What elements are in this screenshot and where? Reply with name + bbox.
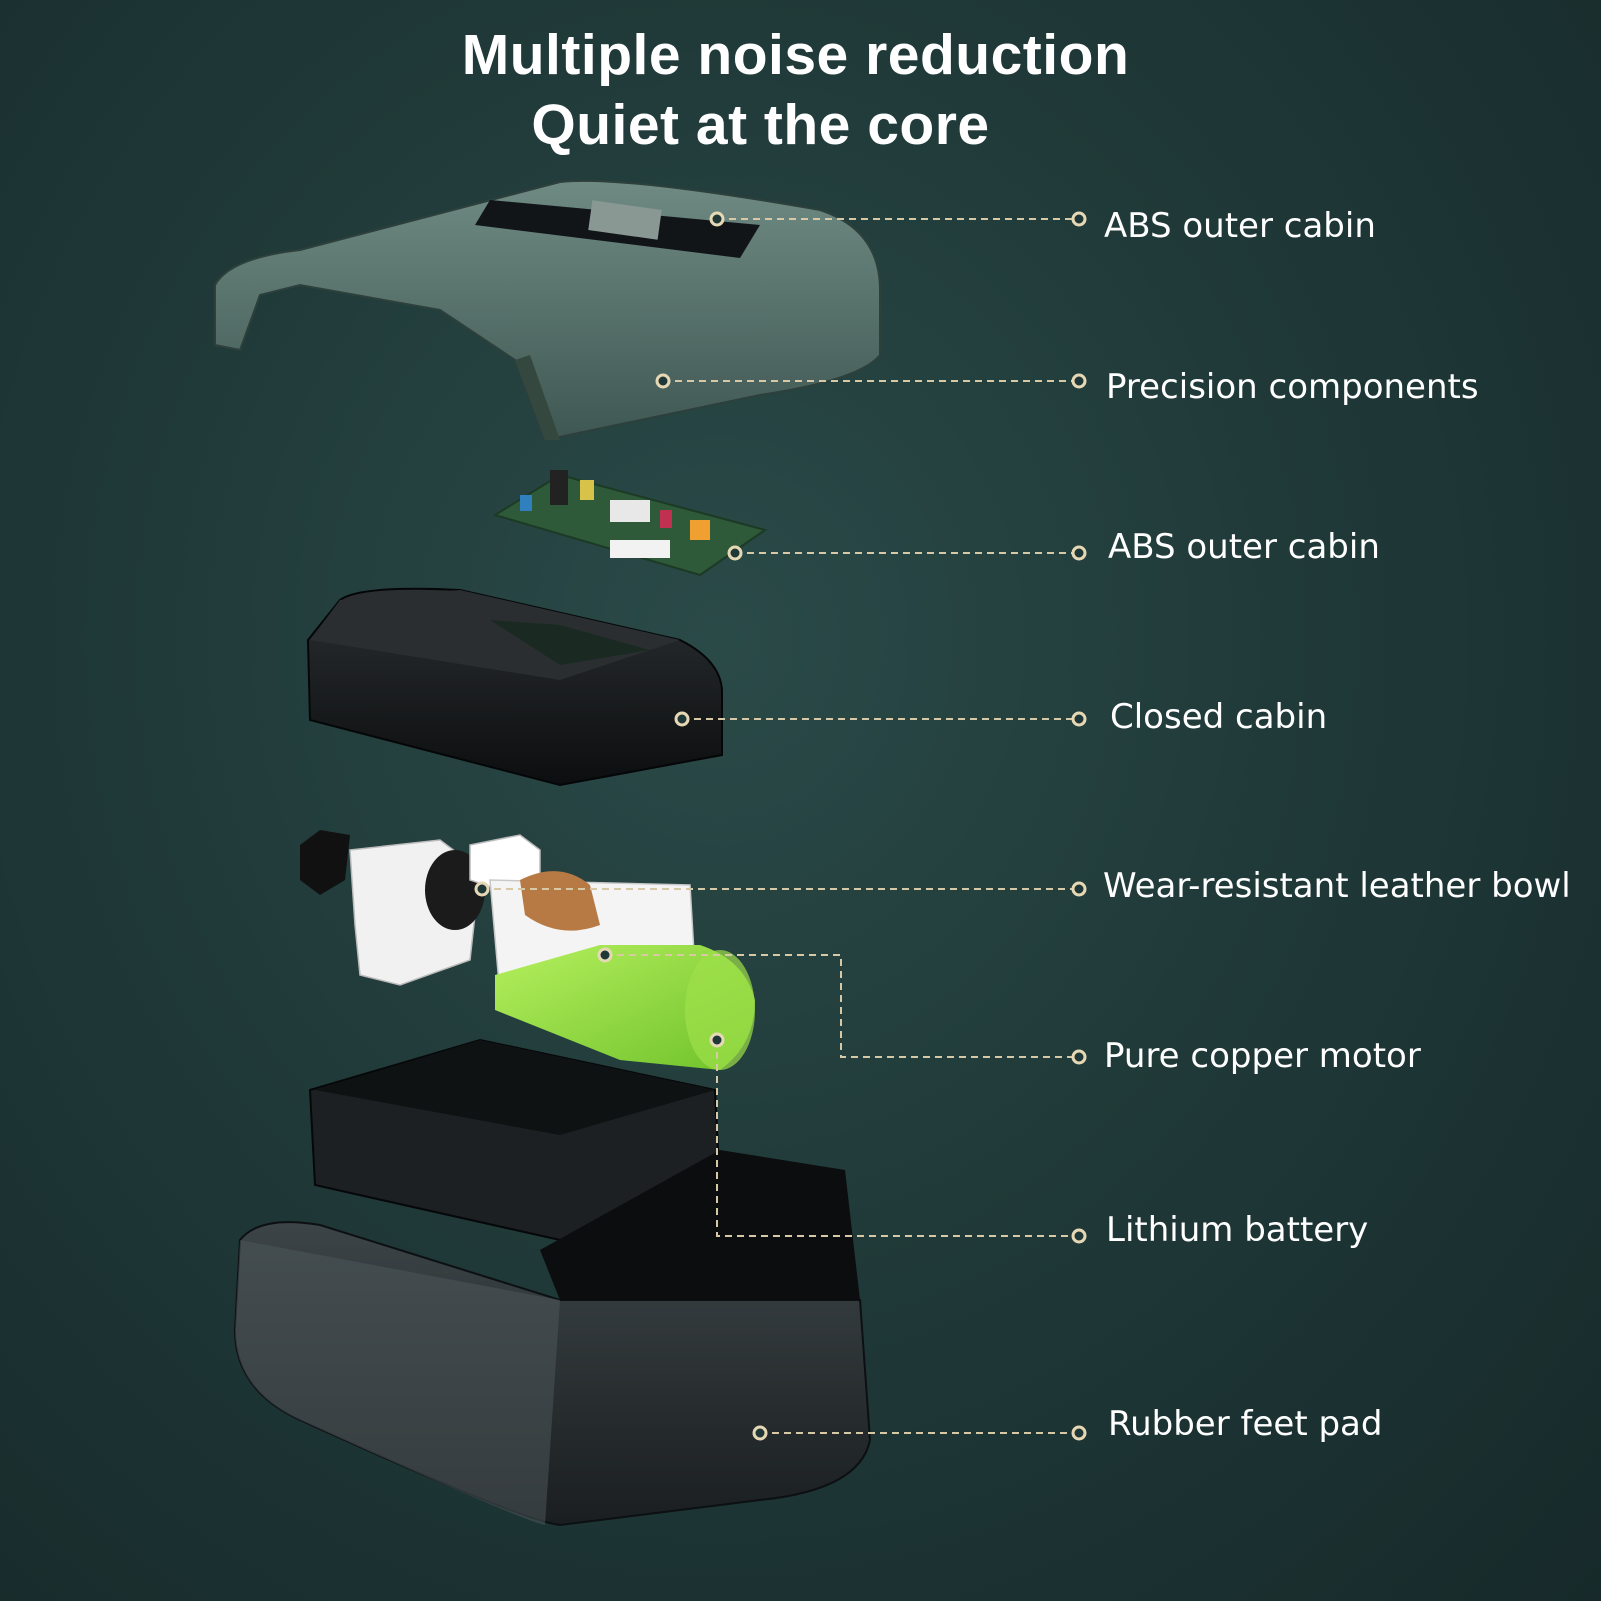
callout-wear-resistant-leather-bowl: Wear-resistant leather bowl: [1103, 866, 1571, 906]
lithium-battery-part: [495, 945, 755, 1070]
callout-pure-copper-motor: Pure copper motor: [1104, 1036, 1421, 1076]
closed-cabin-part: [306, 587, 723, 787]
callout-closed-cabin: Closed cabin: [1110, 697, 1328, 737]
headline-line-1: Multiple noise reduction: [461, 23, 1130, 87]
precision-components-part: [492, 470, 768, 577]
bottom-housing-part: [233, 1150, 872, 1527]
headline-line-2: Quiet at the core: [531, 93, 990, 157]
abs-outer-cover-part: [214, 179, 881, 442]
leader-lines: [482, 218, 1079, 1434]
callout-rubber-feet-pad: Rubber feet pad: [1108, 1404, 1383, 1444]
callout-precision-components: Precision components: [1106, 367, 1479, 407]
inner-tray-part: [308, 1038, 722, 1242]
motor-pump-assembly-part: [300, 830, 696, 1011]
leader-dots: [474, 211, 1087, 1441]
callout-abs-outer-cabin-top: ABS outer cabin: [1104, 206, 1376, 246]
callout-lithium-battery: Lithium battery: [1106, 1210, 1369, 1250]
callout-abs-outer-cabin-middle: ABS outer cabin: [1108, 527, 1380, 567]
